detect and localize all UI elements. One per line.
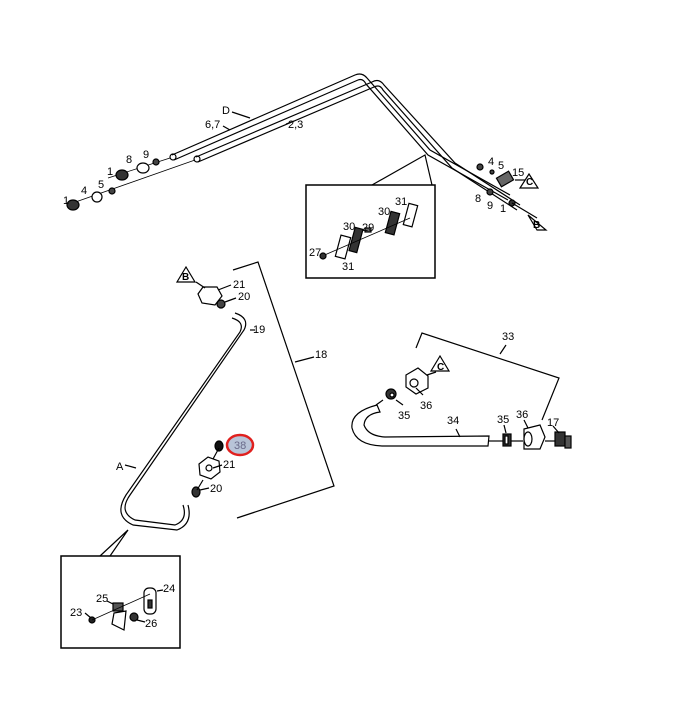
label-8: 8 xyxy=(475,193,481,205)
ferrule-35b xyxy=(502,433,512,447)
ferrule-35a xyxy=(385,388,397,400)
marker-b-label: B xyxy=(182,272,189,283)
tube-d xyxy=(169,73,521,211)
marker-c-label: C xyxy=(526,177,533,188)
label-33: 33 xyxy=(502,331,514,343)
fitting-4 xyxy=(476,163,484,171)
fitting-5 xyxy=(489,169,495,175)
ferrule-20a xyxy=(216,299,226,309)
bracket-18 xyxy=(232,261,335,519)
nut-36b xyxy=(523,424,546,450)
elbow-17 xyxy=(554,431,572,449)
label-5: 5 xyxy=(98,179,104,191)
label-31: 31 xyxy=(395,196,407,208)
highlight-38[interactable] xyxy=(225,433,255,457)
label-9: 9 xyxy=(487,200,493,212)
nut-36a xyxy=(405,367,429,395)
hose-34 xyxy=(351,404,490,447)
label-17: 17 xyxy=(547,417,559,429)
label-6-7: 6,7 xyxy=(205,119,220,131)
nut-21a xyxy=(197,286,223,306)
label-30: 30 xyxy=(343,221,355,233)
marker-c-right xyxy=(429,354,451,372)
label-30: 30 xyxy=(378,206,390,218)
fitting-1 xyxy=(508,199,516,207)
fitting-1a xyxy=(66,199,80,211)
label-35: 35 xyxy=(398,410,410,422)
label-31: 31 xyxy=(342,261,354,273)
label-18: 18 xyxy=(315,349,327,361)
inset-top-frame xyxy=(305,184,436,279)
label-2-3: 2,3 xyxy=(288,119,303,131)
marker-b-label: B xyxy=(533,220,540,231)
label-24: 24 xyxy=(163,583,175,595)
cap-38 xyxy=(214,440,224,452)
label-20: 20 xyxy=(238,291,250,303)
label-19: 19 xyxy=(253,324,265,336)
fitting-8 xyxy=(486,188,494,196)
fitting-4a xyxy=(91,191,103,203)
label-15: 15 xyxy=(512,167,524,179)
inset-top-parts xyxy=(319,202,419,260)
inset-bottom-parts xyxy=(84,587,164,631)
label-D: D xyxy=(222,105,230,117)
fitting-8a xyxy=(136,162,150,174)
marker-c-label: C xyxy=(437,362,444,373)
label-4: 4 xyxy=(81,185,87,197)
inset-bottom-frame xyxy=(60,555,181,649)
marker-b-left xyxy=(175,265,197,283)
tube-a xyxy=(120,312,247,531)
fitting-9a xyxy=(152,158,160,166)
marker-c-top xyxy=(518,172,540,189)
label-20: 20 xyxy=(210,483,222,495)
ferrule-20b xyxy=(191,486,201,498)
label-1: 1 xyxy=(107,166,113,178)
label-21: 21 xyxy=(223,459,235,471)
label-29: 29 xyxy=(362,222,374,234)
label-8: 8 xyxy=(126,154,132,166)
label-5: 5 xyxy=(498,160,504,172)
label-1: 1 xyxy=(500,203,506,215)
label-4: 4 xyxy=(488,156,494,168)
marker-b-top xyxy=(527,214,548,231)
label-9: 9 xyxy=(143,149,149,161)
label-34: 34 xyxy=(447,415,459,427)
label-26: 26 xyxy=(145,618,157,630)
label-21: 21 xyxy=(233,279,245,291)
bracket-33 xyxy=(415,332,560,421)
nut-21b xyxy=(198,456,221,480)
label-A: A xyxy=(116,461,124,473)
label-36: 36 xyxy=(516,409,528,421)
label-38-highlighted[interactable]: 38 xyxy=(234,440,246,452)
label-35: 35 xyxy=(497,414,509,426)
fitting-1b xyxy=(115,169,129,181)
label-36: 36 xyxy=(420,400,432,412)
label-23: 23 xyxy=(70,607,82,619)
label-25: 25 xyxy=(96,593,108,605)
fitting-15 xyxy=(495,170,515,188)
label-1: 1 xyxy=(63,195,69,207)
label-27: 27 xyxy=(309,247,321,259)
fitting-5a xyxy=(108,187,116,195)
